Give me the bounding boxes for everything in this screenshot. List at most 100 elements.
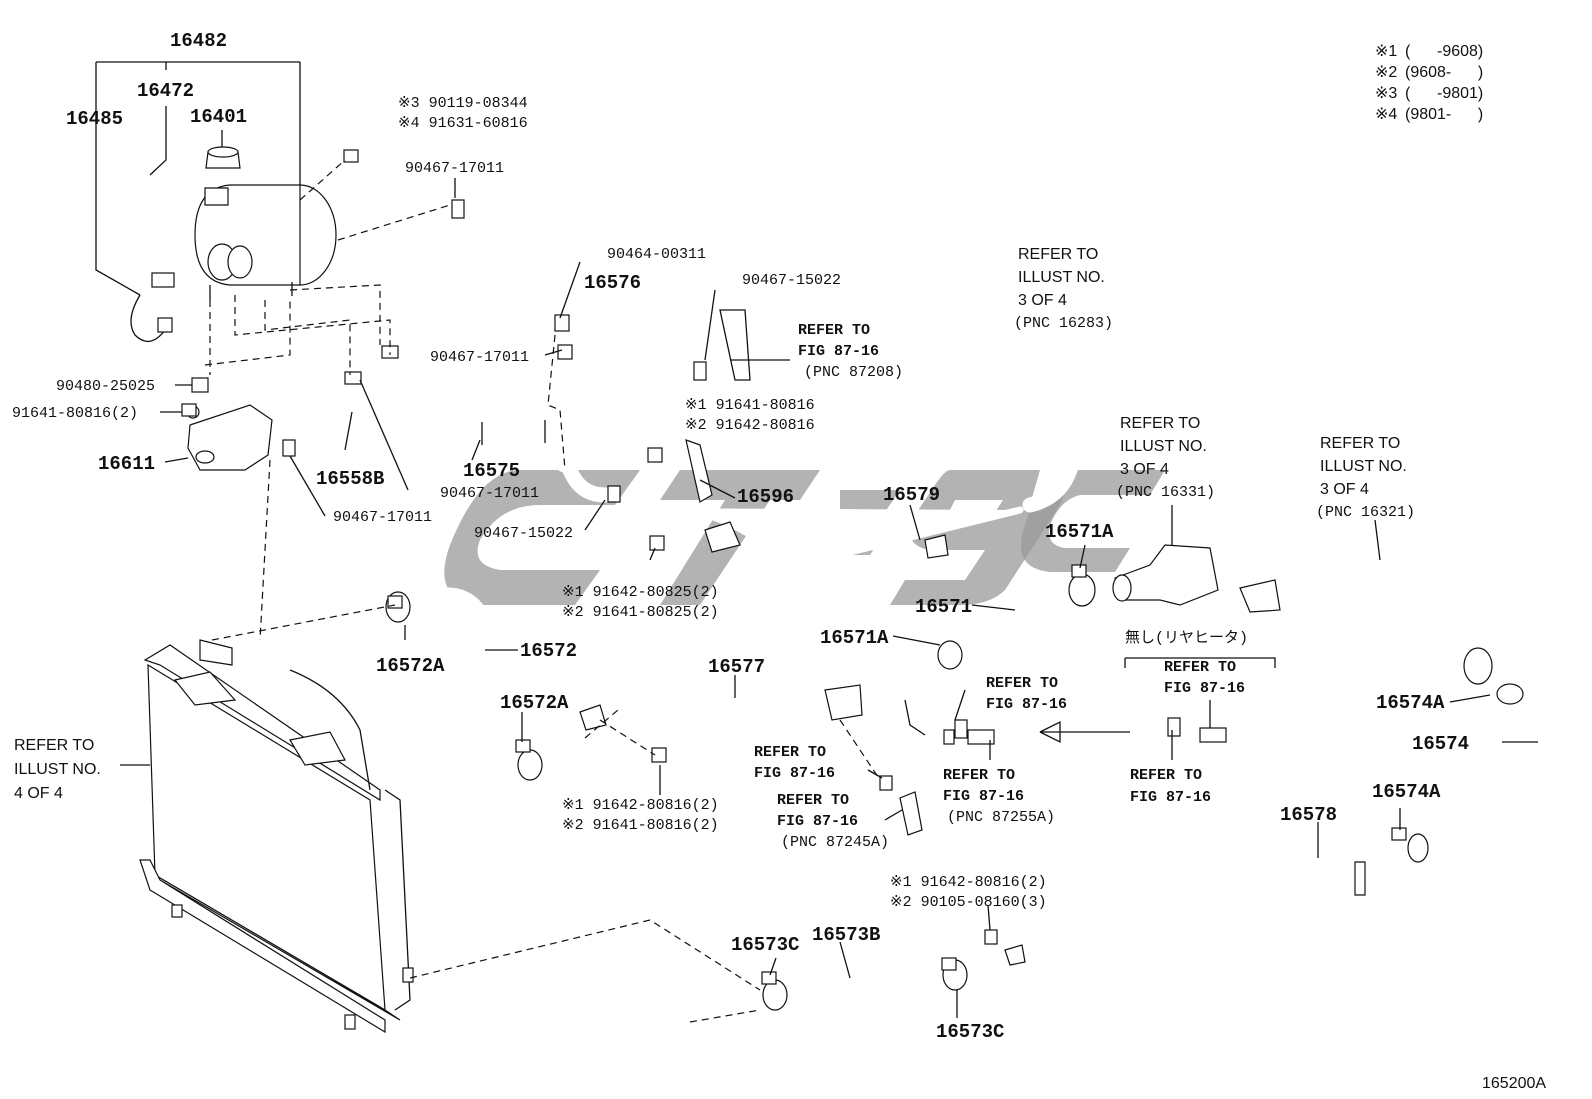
label-16558b: 16558B — [316, 468, 384, 490]
ref-fig-d: REFER TO FIG 87-16 (PNC 87245A) — [777, 792, 889, 851]
label-16485: 16485 — [66, 108, 123, 130]
label-16482: 16482 — [170, 30, 227, 52]
label-16575: 16575 — [463, 460, 520, 482]
hose-16573b — [762, 959, 968, 1011]
label-16571: 16571 — [915, 596, 972, 618]
hose-16576 — [451, 199, 790, 382]
ref-fig-c-l1: REFER TO — [754, 744, 826, 761]
ref-fig-d-l1: REFER TO — [777, 792, 849, 809]
code-s2-91641-80816-2: ※2 91641-80816(2) — [562, 817, 719, 834]
ref-fig-e-l3: (PNC 87255A) — [947, 809, 1055, 826]
ref-illust-16283: REFER TO ILLUST NO. 3 OF 4 (PNC 16283) — [1014, 246, 1113, 332]
ref-fig-d-l2: FIG 87-16 — [777, 813, 858, 830]
ref-illust-4of4-l1: REFER TO — [14, 737, 94, 754]
code-90467-17011-top: 90467-17011 — [405, 160, 504, 177]
ref-illust-16321-l2: ILLUST NO. — [1320, 458, 1407, 475]
legend-range-1: ( -9608) — [1405, 43, 1483, 60]
fasteners — [181, 149, 1407, 985]
label-16571a-top: 16571A — [1045, 521, 1114, 543]
label-16572a-bot: 16572A — [500, 692, 569, 714]
code-90467-15022-top: 90467-15022 — [742, 272, 841, 289]
label-16574a-top: 16574A — [1376, 692, 1445, 714]
ref-fig-87208-l3: (PNC 87208) — [804, 364, 903, 381]
ref-fig-a-l1: REFER TO — [1164, 659, 1236, 676]
ref-fig-c: REFER TO FIG 87-16 — [754, 744, 835, 782]
pipe-16579 — [624, 439, 1024, 559]
code-90467-17011-b2: 90467-17011 — [333, 509, 432, 526]
water-outlet-16331 — [1112, 505, 1219, 606]
code-90464-00311: 90464-00311 — [607, 246, 706, 263]
label-16611: 16611 — [98, 453, 155, 475]
code-s3-90119-08344: ※3 90119-08344 — [398, 95, 528, 112]
code-90480-25025: 90480-25025 — [56, 378, 155, 395]
code-90467-15022-bot: 90467-15022 — [474, 525, 573, 542]
hose-pnc-16283 — [1022, 357, 1090, 513]
ref-illust-16283-l2: ILLUST NO. — [1018, 269, 1105, 286]
legend-mark-4: ※4 — [1375, 106, 1397, 123]
label-16572a-top: 16572A — [376, 655, 445, 677]
code-s1-91642-80816-b: ※1 91642-80816(2) — [890, 874, 1047, 891]
ref-fig-87208: REFER TO FIG 87-16 (PNC 87208) — [798, 322, 903, 381]
ref-fig-f-l2: FIG 87-16 — [1130, 789, 1211, 806]
ref-fig-c-l2: FIG 87-16 — [754, 765, 835, 782]
ref-fig-b-l2: FIG 87-16 — [986, 696, 1067, 713]
label-16573c-right: 16573C — [936, 1021, 1004, 1043]
ref-illust-4of4: REFER TO ILLUST NO. 4 OF 4 — [14, 737, 101, 802]
legend-range-3: ( -9801) — [1405, 85, 1483, 102]
ref-illust-16283-l4: (PNC 16283) — [1014, 315, 1113, 332]
legend-range-4: (9801- ) — [1405, 106, 1483, 123]
ref-illust-16331-l1: REFER TO — [1120, 415, 1200, 432]
legend-mark-1: ※1 — [1375, 43, 1397, 60]
label-16576: 16576 — [584, 272, 641, 294]
code-s2-91642-80816: ※2 91642-80816 — [685, 417, 815, 434]
legend-range-2: (9608- ) — [1405, 64, 1483, 81]
water-inlet-16321 — [1239, 551, 1493, 685]
code-labels: ※3 90119-08344 ※4 91631-60816 90467-1701… — [12, 95, 1047, 911]
code-91641-80816-2: 91641-80816(2) — [12, 405, 138, 422]
label-16574: 16574 — [1412, 733, 1469, 755]
legend: ※1 ( -9608) ※2 (9608- ) ※3 ( -9801) ※4 (… — [1375, 43, 1483, 123]
label-16573b: 16573B — [812, 924, 880, 946]
diagram-code: 165200A — [1482, 1075, 1546, 1092]
hose-16572 — [385, 587, 544, 792]
ref-nashi-rear-heater: 無し(リヤヒータ) — [1125, 629, 1248, 647]
ref-fig-b-l1: REFER TO — [986, 675, 1058, 692]
ref-illust-16283-l1: REFER TO — [1018, 246, 1098, 263]
reservoir-tank — [95, 61, 337, 342]
label-16596: 16596 — [737, 486, 794, 508]
ref-fig-f-l1: REFER TO — [1130, 767, 1202, 784]
ref-illust-16331: REFER TO ILLUST NO. 3 OF 4 (PNC 16331) — [1116, 415, 1215, 501]
ref-fig-f: REFER TO FIG 87-16 — [1130, 767, 1211, 806]
label-16401: 16401 — [190, 106, 247, 128]
ref-fig-a: REFER TO FIG 87-16 — [1164, 659, 1245, 697]
part-labels: 16482 16472 16485 16401 16611 16558B 165… — [66, 30, 1469, 1043]
ref-illust-16321-l4: (PNC 16321) — [1316, 504, 1415, 521]
label-16577: 16577 — [708, 656, 765, 678]
ref-fig-a-l2: FIG 87-16 — [1164, 680, 1245, 697]
ref-illust-16321: REFER TO ILLUST NO. 3 OF 4 (PNC 16321) — [1316, 435, 1415, 521]
pipe-16578 — [984, 849, 1381, 976]
label-16572: 16572 — [520, 640, 577, 662]
code-90467-17011-mid: 90467-17011 — [430, 349, 529, 366]
code-s1-91642-80816-2: ※1 91642-80816(2) — [562, 797, 719, 814]
label-16472: 16472 — [137, 80, 194, 102]
legend-mark-2: ※2 — [1375, 64, 1397, 81]
hose-16575 — [380, 372, 621, 503]
hose-16558b — [282, 345, 399, 457]
ref-fig-87208-l1: REFER TO — [798, 322, 870, 339]
bracket-16611 — [186, 404, 273, 471]
ref-illust-16331-l4: (PNC 16331) — [1116, 484, 1215, 501]
code-s4-91631-60816: ※4 91631-60816 — [398, 115, 528, 132]
ref-illust-16331-l3: 3 OF 4 — [1120, 461, 1169, 478]
label-16573c-left: 16573C — [731, 934, 799, 956]
refer-labels: REFER TO FIG 87-16 (PNC 87208) REFER TO … — [14, 246, 1415, 851]
ref-fig-87208-l2: FIG 87-16 — [798, 343, 879, 360]
pipe-16577 — [553, 668, 926, 755]
label-16571a-bot: 16571A — [820, 627, 889, 649]
label-16574a-bot: 16574A — [1372, 781, 1441, 803]
label-16579: 16579 — [883, 484, 940, 506]
code-90467-17011-b1: 90467-17011 — [440, 485, 539, 502]
ref-fig-d-l3: (PNC 87245A) — [781, 834, 889, 851]
ref-fig-b: REFER TO FIG 87-16 — [986, 675, 1067, 713]
